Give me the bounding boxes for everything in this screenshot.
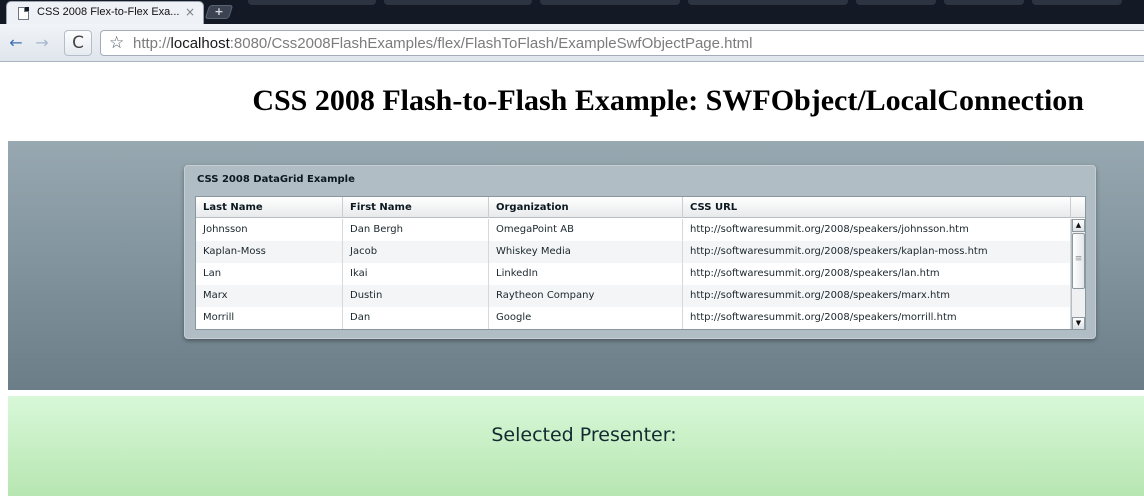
cell-first-name: Dan xyxy=(343,307,489,329)
cell-organization: OmegaPoint AB xyxy=(489,219,683,241)
cell-organization: Whiskey Media xyxy=(489,241,683,263)
background-tab[interactable] xyxy=(688,0,848,5)
cell-css-url: http://softwaresummit.org/2008/speakers/… xyxy=(683,285,1071,307)
page-icon xyxy=(18,7,29,20)
url-scheme: http:// xyxy=(133,35,171,52)
cell-first-name: Jacob xyxy=(343,241,489,263)
cell-css-url: http://softwaresummit.org/2008/speakers/… xyxy=(683,307,1071,329)
forward-arrow-icon[interactable]: → xyxy=(35,33,49,52)
active-tab[interactable]: CSS 2008 Flex-to-Flex Exa... × xyxy=(6,1,204,24)
scroll-down-icon[interactable]: ▼ xyxy=(1072,317,1085,329)
table-row[interactable]: Kaplan-Moss Jacob Whiskey Media http://s… xyxy=(196,241,1071,263)
browser-toolbar: ← → C ☆ http://localhost:8080/Css2008Fla… xyxy=(0,24,1144,62)
column-header-organization[interactable]: Organization xyxy=(489,197,683,218)
background-tab[interactable] xyxy=(384,0,532,5)
url-text[interactable]: http://localhost:8080/Css2008FlashExampl… xyxy=(133,35,752,52)
column-header-last-name[interactable]: Last Name xyxy=(196,197,343,218)
new-tab-button[interactable]: + xyxy=(204,5,234,19)
datagrid-panel: CSS 2008 DataGrid Example Last Name Firs… xyxy=(184,165,1096,339)
cell-organization: Raytheon Company xyxy=(489,285,683,307)
reload-icon[interactable]: C xyxy=(64,30,92,56)
cell-organization: Google xyxy=(489,307,683,329)
table-row[interactable]: Marx Dustin Raytheon Company http://soft… xyxy=(196,285,1071,307)
cell-last-name: Kaplan-Moss xyxy=(196,241,343,263)
page-title: CSS 2008 Flash-to-Flash Example: SWFObje… xyxy=(252,84,1084,117)
scroll-thumb[interactable] xyxy=(1072,233,1085,289)
cell-css-url: http://softwaresummit.org/2008/speakers/… xyxy=(683,263,1071,285)
cell-first-name: Ikai xyxy=(343,263,489,285)
column-header-first-name[interactable]: First Name xyxy=(343,197,489,218)
address-bar[interactable]: ☆ http://localhost:8080/Css2008FlashExam… xyxy=(100,30,1144,56)
cell-last-name: Lan xyxy=(196,263,343,285)
cell-last-name: Morrill xyxy=(196,307,343,329)
back-arrow-icon[interactable]: ← xyxy=(9,33,23,52)
background-tab[interactable] xyxy=(1032,0,1122,5)
cell-css-url: http://softwaresummit.org/2008/speakers/… xyxy=(683,241,1071,263)
grid-header: Last Name First Name Organization CSS UR… xyxy=(196,197,1085,218)
scroll-up-icon[interactable]: ▲ xyxy=(1072,219,1085,232)
selected-presenter-label: Selected Presenter: xyxy=(491,424,677,446)
cell-first-name: Dan Bergh xyxy=(343,219,489,241)
cell-last-name: Marx xyxy=(196,285,343,307)
column-header-css-url[interactable]: CSS URL xyxy=(683,197,1071,218)
cell-organization: LinkedIn xyxy=(489,263,683,285)
background-tab[interactable] xyxy=(944,0,1024,5)
cell-css-url: http://softwaresummit.org/2008/speakers/… xyxy=(683,219,1071,241)
plus-icon: + xyxy=(214,5,224,18)
panel-title: CSS 2008 DataGrid Example xyxy=(197,174,355,185)
table-row[interactable]: Johnsson Dan Bergh OmegaPoint AB http://… xyxy=(196,219,1071,241)
selected-presenter-movie: Selected Presenter: xyxy=(8,396,1144,496)
grid-rows: Johnsson Dan Bergh OmegaPoint AB http://… xyxy=(196,219,1071,329)
cell-first-name: Dustin xyxy=(343,285,489,307)
star-icon[interactable]: ☆ xyxy=(109,33,125,53)
table-row[interactable]: Morrill Dan Google http://softwaresummit… xyxy=(196,307,1071,329)
url-host: localhost xyxy=(170,35,230,52)
background-tab[interactable] xyxy=(856,0,936,5)
tab-title: CSS 2008 Flex-to-Flex Exa... xyxy=(37,6,180,18)
url-path: :8080/Css2008FlashExamples/flex/FlashToF… xyxy=(229,35,753,52)
vertical-scrollbar[interactable]: ▲ ▼ xyxy=(1071,219,1085,329)
background-tab[interactable] xyxy=(248,0,376,5)
flash-datagrid-movie: CSS 2008 DataGrid Example Last Name Firs… xyxy=(8,141,1144,390)
cell-last-name: Johnsson xyxy=(196,219,343,241)
close-icon[interactable]: × xyxy=(184,5,195,19)
tab-strip: CSS 2008 Flex-to-Flex Exa... × + xyxy=(0,0,1144,24)
table-row[interactable]: Lan Ikai LinkedIn http://softwaresummit.… xyxy=(196,263,1071,285)
speakers-datagrid[interactable]: Last Name First Name Organization CSS UR… xyxy=(195,196,1086,330)
background-tab[interactable] xyxy=(540,0,680,5)
